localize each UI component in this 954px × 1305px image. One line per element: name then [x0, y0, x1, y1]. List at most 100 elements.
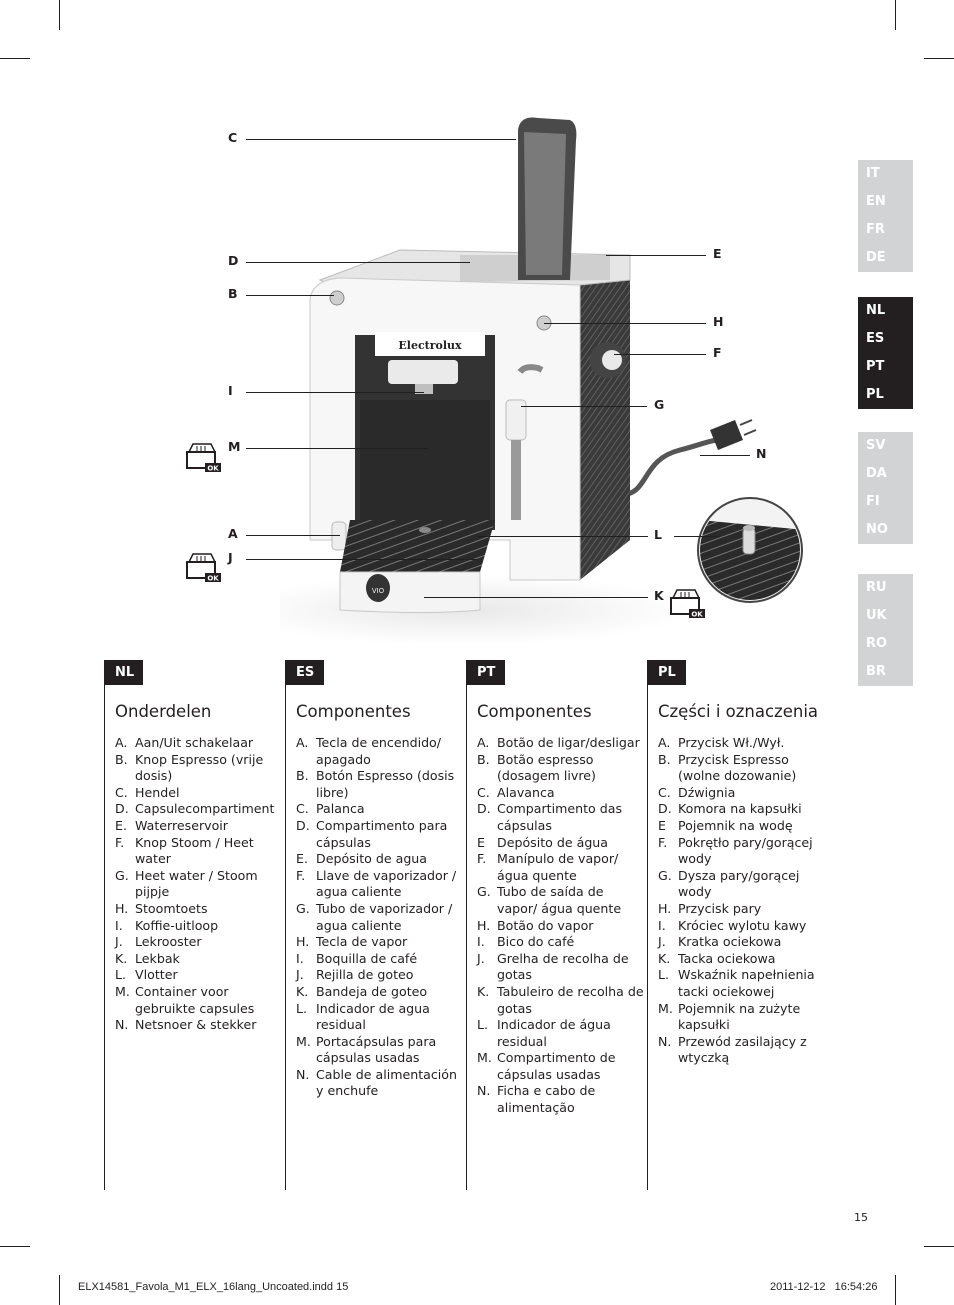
item-key: J.	[477, 950, 485, 966]
language-tab-nl[interactable]: NL	[866, 303, 886, 318]
parts-list-item: B.Przycisk Espresso (wolne dozowanie)	[658, 752, 828, 785]
parts-list-item: H.Przycisk pary	[658, 901, 828, 918]
language-tab-br[interactable]: BR	[866, 664, 886, 679]
column-heading: Componentes	[477, 702, 592, 721]
item-key: G.	[658, 867, 672, 883]
item-key: D.	[296, 817, 310, 833]
item-label: Botón Espresso (dosis libre)	[316, 768, 455, 800]
callout-f: F	[713, 345, 722, 360]
callout-l: L	[654, 527, 662, 542]
parts-list-item: C.Dźwignia	[658, 785, 828, 802]
parts-list-item: D.Capsulecompartiment	[115, 801, 285, 818]
language-tab-ru[interactable]: RU	[866, 580, 887, 595]
item-label: Komora na kapsułki	[678, 801, 802, 817]
parts-list-item: F.Knop Stoom / Heet water	[115, 835, 285, 868]
parts-list-item: B.Botão espresso (dosagem livre)	[477, 752, 647, 785]
parts-list-item: I. Koffie-uitloop	[115, 918, 285, 935]
parts-list-item: M.Portacápsulas para cápsulas usadas	[296, 1034, 466, 1067]
item-label: Tabuleiro de recolha de gotas	[497, 983, 644, 1016]
language-tab-en[interactable]: EN	[866, 194, 886, 209]
item-label: Pokrętło pary/gorącej wody	[678, 834, 813, 867]
item-label: Hendel	[135, 784, 180, 800]
parts-list-item: D.Compartimento das cápsulas	[477, 801, 647, 834]
parts-list-item: J.Rejilla de goteo	[296, 967, 466, 984]
item-key: I.	[296, 950, 304, 966]
language-tab-sv[interactable]: SV	[866, 438, 886, 453]
item-label: Compartimento das cápsulas	[497, 801, 623, 833]
language-tab-fi[interactable]: FI	[866, 494, 880, 509]
item-label: Przycisk Wł./Wył.	[678, 735, 785, 750]
parts-list-item: M. Pojemnik na zużyte kapsułki	[658, 1001, 828, 1034]
item-key: C.	[658, 784, 671, 800]
item-label: Cable de alimentación y enchufe	[316, 1066, 457, 1099]
language-tab-pl[interactable]: PL	[866, 387, 884, 402]
language-tab-da[interactable]: DA	[866, 466, 887, 481]
language-tab-no[interactable]: NO	[866, 522, 888, 537]
item-label: Lekrooster	[135, 934, 202, 950]
item-key: N.	[477, 1083, 491, 1099]
parts-list-item: J.Lekrooster	[115, 934, 285, 951]
leader-line	[478, 536, 648, 537]
leader-line	[246, 139, 516, 140]
leader-line	[246, 448, 428, 449]
item-key: K.	[658, 950, 671, 966]
callout-n: N	[756, 446, 767, 461]
language-tab-ro[interactable]: RO	[866, 636, 888, 651]
item-key: D.	[658, 801, 672, 817]
item-label: Lekbak	[135, 950, 180, 966]
item-key: M.	[296, 1033, 311, 1049]
parts-list-item: D. Compartimento para cápsulas	[296, 818, 466, 851]
language-tab-group: RU UK RO BR	[858, 574, 913, 686]
leader-line	[246, 559, 478, 560]
language-tab-pt[interactable]: PT	[866, 359, 885, 374]
item-label: Netsnoer & stekker	[135, 1017, 257, 1033]
parts-list-item: C.Palanca	[296, 801, 466, 818]
callout-b: B	[228, 286, 238, 301]
parts-list-item: I.Bico do café	[477, 934, 647, 951]
leader-line	[674, 536, 720, 537]
item-key: L.	[658, 967, 670, 983]
item-label: Aan/Uit schakelaar	[135, 735, 254, 750]
parts-list-item: B.Knop Espresso (vrije dosis)	[115, 752, 285, 785]
coffee-machine-illustration: Electrolux VIO	[280, 117, 803, 645]
item-label: Heet water / Stoom pijpje	[135, 867, 258, 900]
column-language-tag: ES	[286, 660, 324, 685]
parts-list-item: L.Indicador de agua residual	[296, 1001, 466, 1034]
item-label: Pojemnik na wodę	[678, 817, 793, 833]
item-key: N.	[658, 1033, 672, 1049]
parts-list-item: C.Alavanca	[477, 785, 647, 802]
parts-list-item: F.Pokrętło pary/gorącej wody	[658, 835, 828, 868]
item-key: B.	[115, 751, 128, 767]
tray-ok-icon: OK	[186, 553, 221, 582]
item-key: H.	[477, 917, 491, 933]
language-tab-de[interactable]: DE	[866, 250, 886, 265]
parts-list-item: L.Wskaźnik napełnienia tacki ociekowej	[658, 967, 828, 1000]
parts-list-item: N.Ficha e cabo de alimentação	[477, 1083, 647, 1116]
language-tab-es[interactable]: ES	[866, 331, 885, 346]
item-label: Container voor gebruikte capsules	[135, 983, 255, 1016]
item-label: Compartimento para cápsulas	[316, 817, 448, 850]
language-tab-uk[interactable]: UK	[866, 608, 887, 623]
item-key: F.	[115, 834, 125, 850]
item-label: Compartimento de cápsulas usadas	[497, 1050, 616, 1082]
item-key: A.	[296, 735, 309, 750]
ok-label: OK	[691, 611, 703, 619]
item-key: I.	[115, 917, 123, 933]
parts-list-item: N.Przewód zasilający z wtyczką	[658, 1034, 828, 1067]
item-key: M.	[658, 1000, 673, 1016]
language-tab-fr[interactable]: FR	[866, 222, 885, 237]
language-tab-it[interactable]: IT	[866, 166, 880, 181]
column-language-tag: NL	[105, 660, 143, 685]
item-key: H.	[658, 900, 672, 916]
item-label: Pojemnik na zużyte kapsułki	[678, 1000, 801, 1033]
parts-list-item: L.Indicador de água residual	[477, 1017, 647, 1050]
item-label: Bico do café	[497, 934, 575, 950]
parts-list-item: M.Container voor gebruikte capsules	[115, 984, 285, 1017]
item-key: E.	[115, 817, 127, 833]
item-key: K.	[115, 950, 128, 966]
item-label: Koffie-uitloop	[135, 917, 219, 933]
parts-list-item: G.Heet water / Stoom pijpje	[115, 868, 285, 901]
leader-line	[424, 597, 648, 598]
